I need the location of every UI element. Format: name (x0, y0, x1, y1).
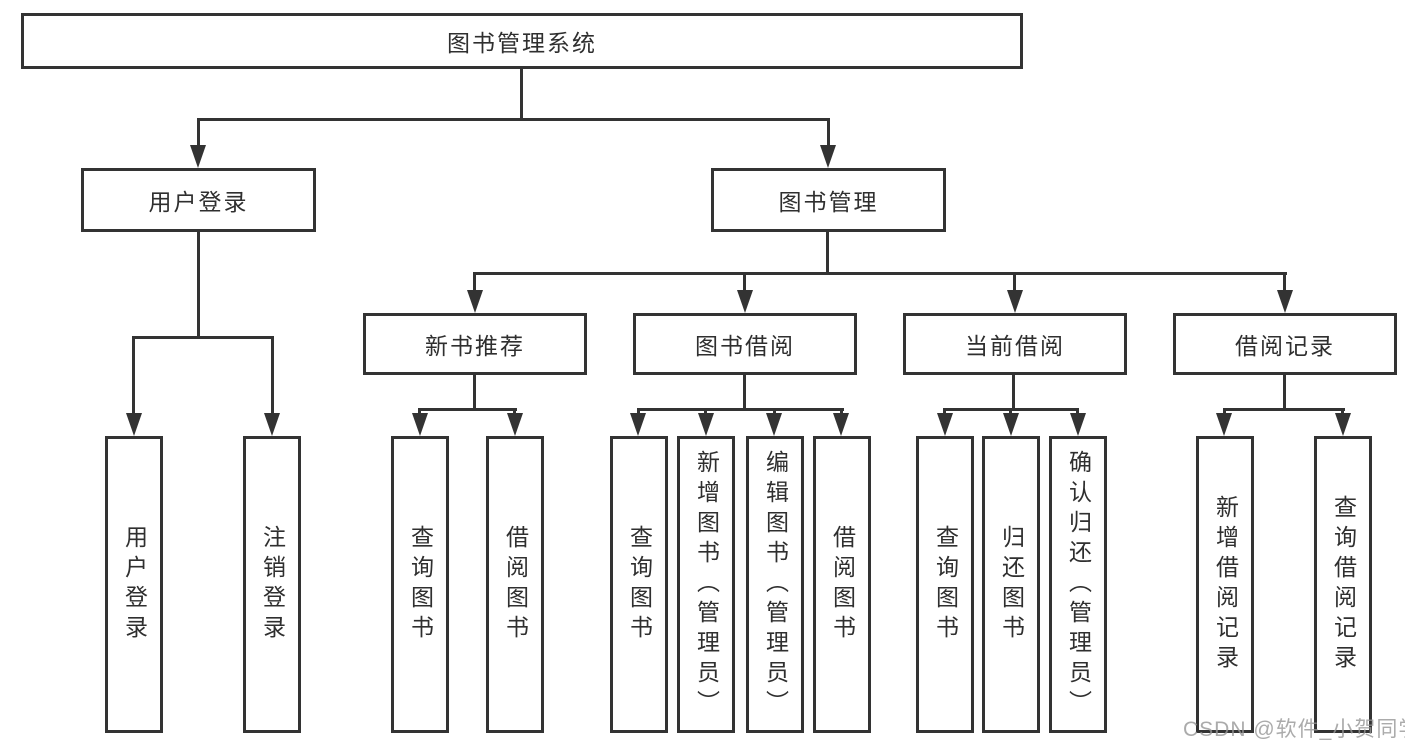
leaf-add-books-admin-label: 新增图书（管理员） (693, 449, 720, 720)
arrow-down-icon (264, 413, 280, 436)
connector-line (473, 272, 476, 294)
leaf-confirm-return-admin-label: 确认归还（管理员） (1065, 449, 1092, 720)
connector-line (1012, 375, 1015, 408)
connector-line (637, 408, 844, 411)
watermark: CSDN @软件_小贺同学 (1183, 718, 1405, 741)
leaf-edit-books-admin-label: 编辑图书（管理员） (762, 449, 789, 720)
leaf-user-login-label: 用户登录 (121, 524, 148, 645)
leaf-add-borrow-record-label: 新增借阅记录 (1212, 494, 1239, 675)
leaf-query-books-current: 查询图书 (916, 436, 974, 733)
connector-line (1013, 272, 1016, 294)
connector-line (418, 408, 517, 411)
connector-line (132, 336, 135, 416)
connector-line (197, 232, 200, 336)
leaf-edit-books-admin: 编辑图书（管理员） (746, 436, 804, 733)
arrow-down-icon (467, 290, 483, 313)
node-book-management-label: 图书管理 (778, 189, 879, 215)
connector-line (1283, 375, 1286, 408)
connector-line (132, 336, 274, 339)
arrow-down-icon (630, 413, 646, 436)
node-book-management: 图书管理 (711, 168, 946, 232)
connector-line (743, 375, 746, 408)
connector-line (826, 232, 829, 272)
node-user-login: 用户登录 (81, 168, 316, 232)
node-root: 图书管理系统 (21, 13, 1023, 69)
leaf-query-borrow-record-label: 查询借阅记录 (1330, 494, 1357, 675)
arrow-down-icon (737, 290, 753, 313)
node-book-borrow: 图书借阅 (633, 313, 857, 375)
arrow-down-icon (833, 413, 849, 436)
arrow-down-icon (1216, 413, 1232, 436)
node-new-book-recommend-label: 新书推荐 (425, 333, 525, 359)
leaf-query-books-borrow-label: 查询图书 (626, 524, 653, 645)
arrow-down-icon (507, 413, 523, 436)
leaf-user-login: 用户登录 (105, 436, 163, 733)
leaf-query-borrow-record: 查询借阅记录 (1314, 436, 1372, 733)
connector-line (271, 336, 274, 416)
arrow-down-icon (766, 413, 782, 436)
arrow-down-icon (126, 413, 142, 436)
leaf-borrow-books-recommend-label: 借阅图书 (502, 524, 529, 645)
connector-line (197, 118, 200, 148)
connector-line (827, 118, 830, 148)
node-root-label: 图书管理系统 (447, 30, 597, 56)
leaf-query-books-borrow: 查询图书 (610, 436, 668, 733)
node-borrow-records: 借阅记录 (1173, 313, 1397, 375)
leaf-query-books-current-label: 查询图书 (932, 524, 959, 645)
connector-line (520, 69, 523, 118)
node-borrow-records-label: 借阅记录 (1235, 333, 1335, 359)
connector-line (197, 118, 830, 121)
leaf-query-books-recommend: 查询图书 (391, 436, 449, 733)
connector-line (473, 375, 476, 408)
arrow-down-icon (820, 145, 836, 168)
arrow-down-icon (1277, 290, 1293, 313)
node-current-borrow: 当前借阅 (903, 313, 1127, 375)
arrow-down-icon (1007, 290, 1023, 313)
leaf-return-books: 归还图书 (982, 436, 1040, 733)
leaf-borrow-books-label: 借阅图书 (829, 524, 856, 645)
leaf-borrow-books: 借阅图书 (813, 436, 871, 733)
arrow-down-icon (1003, 413, 1019, 436)
node-book-borrow-label: 图书借阅 (695, 333, 795, 359)
leaf-logout: 注销登录 (243, 436, 301, 733)
arrow-down-icon (1070, 413, 1086, 436)
arrow-down-icon (190, 145, 206, 168)
leaf-add-borrow-record: 新增借阅记录 (1196, 436, 1254, 733)
arrow-down-icon (412, 413, 428, 436)
leaf-query-books-recommend-label: 查询图书 (407, 524, 434, 645)
leaf-logout-label: 注销登录 (259, 524, 286, 645)
node-new-book-recommend: 新书推荐 (363, 313, 587, 375)
connector-line (743, 272, 746, 294)
connector-line (473, 272, 1287, 275)
connector-line (1223, 408, 1345, 411)
node-user-login-label: 用户登录 (148, 189, 249, 215)
node-current-borrow-label: 当前借阅 (965, 333, 1065, 359)
leaf-add-books-admin: 新增图书（管理员） (677, 436, 735, 733)
arrow-down-icon (1335, 413, 1351, 436)
connector-line (1283, 272, 1286, 294)
arrow-down-icon (698, 413, 714, 436)
leaf-borrow-books-recommend: 借阅图书 (486, 436, 544, 733)
leaf-return-books-label: 归还图书 (998, 524, 1025, 645)
arrow-down-icon (937, 413, 953, 436)
leaf-confirm-return-admin: 确认归还（管理员） (1049, 436, 1107, 733)
